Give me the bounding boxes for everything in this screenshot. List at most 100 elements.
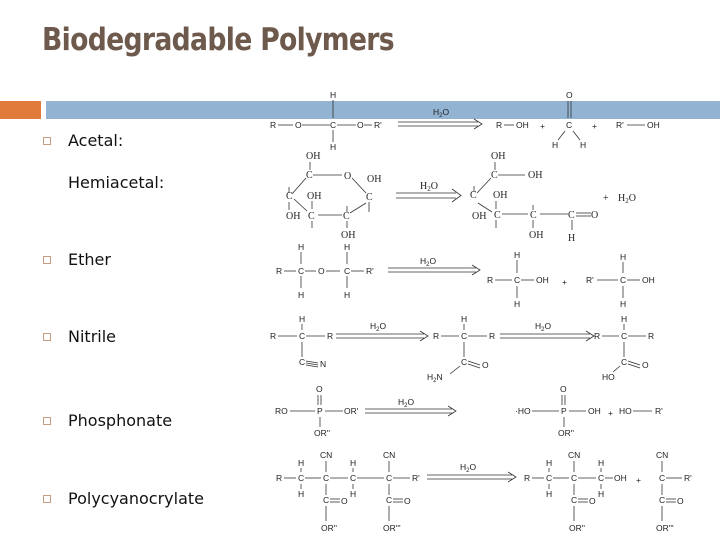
svg-text:C: C <box>306 170 313 181</box>
slide-title: Biodegradable Polymers <box>42 22 395 58</box>
svg-text:R: R <box>524 473 530 483</box>
svg-text:H: H <box>299 314 305 324</box>
svg-text:H: H <box>514 299 520 309</box>
svg-text:R: R <box>433 331 439 341</box>
svg-text:C: C <box>461 331 467 341</box>
svg-text:OH: OH <box>642 275 655 285</box>
svg-text:C: C <box>386 473 392 483</box>
svg-text:R: R <box>594 331 600 341</box>
svg-text:+: + <box>562 277 567 287</box>
svg-text:H2O: H2O <box>618 193 636 205</box>
svg-text:N: N <box>320 359 326 369</box>
bullet-square-icon <box>43 137 51 145</box>
svg-text:H: H <box>330 90 336 100</box>
svg-text:C: C <box>299 331 305 341</box>
svg-text:P: P <box>317 406 323 416</box>
svg-text:R': R' <box>616 120 624 130</box>
svg-text:OR': OR' <box>344 406 359 416</box>
svg-text:CN: CN <box>568 450 580 460</box>
svg-text:R: R <box>487 275 493 285</box>
svg-text:O: O <box>316 384 323 394</box>
bullet-square-icon <box>43 417 51 425</box>
bullet-label: Polycyanocrylate <box>68 489 204 508</box>
svg-text:OH: OH <box>528 170 542 181</box>
svg-text:OR''': OR''' <box>656 523 674 533</box>
svg-text:O: O <box>642 360 649 370</box>
svg-text:H: H <box>598 458 604 468</box>
svg-text:C: C <box>323 473 329 483</box>
svg-text:H: H <box>620 252 626 262</box>
svg-text:OH: OH <box>367 174 381 185</box>
svg-text:H: H <box>298 458 304 468</box>
svg-text:C: C <box>470 190 477 201</box>
svg-text:O: O <box>295 120 302 130</box>
svg-text:+: + <box>592 121 597 131</box>
svg-text:C: C <box>344 266 350 276</box>
svg-text:H2N: H2N <box>427 372 443 384</box>
svg-text:C: C <box>286 191 293 202</box>
svg-text:OH: OH <box>491 151 505 162</box>
svg-text:C: C <box>491 170 498 181</box>
bullet-label: Hemiacetal: <box>68 173 165 192</box>
svg-text:OR'': OR'' <box>314 428 330 438</box>
polycyanocrylate-reaction: R CH H CCN C O OR'' CH H CCN C O OR''' R… <box>276 450 692 533</box>
bullet-label: Phosphonate <box>68 411 173 430</box>
svg-text:C: C <box>568 210 575 221</box>
svg-text:OH: OH <box>516 120 529 130</box>
svg-text:C: C <box>298 266 304 276</box>
svg-text:H: H <box>298 489 304 499</box>
svg-text:C: C <box>461 357 467 367</box>
svg-text:C: C <box>514 275 520 285</box>
svg-text:H: H <box>344 290 350 300</box>
svg-text:R': R' <box>374 120 382 130</box>
svg-text:C: C <box>494 210 501 221</box>
svg-text:CN: CN <box>656 450 668 460</box>
svg-text:+: + <box>540 121 545 131</box>
svg-text:CN: CN <box>383 450 395 460</box>
svg-text:C: C <box>571 473 577 483</box>
svg-text:C: C <box>571 495 577 505</box>
svg-text:C: C <box>530 210 537 221</box>
svg-text:H: H <box>552 140 558 150</box>
svg-text:O: O <box>560 384 567 394</box>
phosphonate-reaction: RO PO OR'' OR' H2O ·HO PO OR'' OH +HO R' <box>275 384 663 438</box>
svg-text:H2O: H2O <box>460 462 476 474</box>
svg-text:O: O <box>589 496 596 506</box>
svg-text:R: R <box>648 331 654 341</box>
svg-text:OH: OH <box>614 473 627 483</box>
accent-bar-orange <box>0 101 41 119</box>
svg-text:C: C <box>621 357 627 367</box>
svg-text:H: H <box>330 142 336 152</box>
svg-text:O: O <box>482 360 489 370</box>
svg-text:R: R <box>327 331 333 341</box>
svg-text:O: O <box>341 496 348 506</box>
svg-text:C: C <box>566 120 572 130</box>
svg-text:H: H <box>546 458 552 468</box>
bullet-square-icon <box>43 495 51 503</box>
svg-text:O: O <box>591 210 598 221</box>
svg-text:H: H <box>598 489 604 499</box>
svg-text:H: H <box>580 140 586 150</box>
svg-text:C: C <box>598 473 604 483</box>
svg-text:H2O: H2O <box>420 256 436 268</box>
svg-text:OH: OH <box>493 190 507 201</box>
svg-text:H: H <box>620 299 626 309</box>
svg-text:H: H <box>344 242 350 252</box>
svg-text:CN: CN <box>320 450 332 460</box>
svg-text:C: C <box>659 495 665 505</box>
svg-text:OH: OH <box>306 151 320 162</box>
svg-text:C: C <box>298 473 304 483</box>
svg-text:R': R' <box>684 473 692 483</box>
svg-text:O: O <box>677 496 684 506</box>
svg-text:R: R <box>489 331 495 341</box>
svg-text:C: C <box>299 357 305 367</box>
svg-text:OH: OH <box>647 120 660 130</box>
svg-text:OR'': OR'' <box>321 523 337 533</box>
svg-text:H2O: H2O <box>398 397 414 409</box>
svg-text:OR'': OR'' <box>569 523 585 533</box>
svg-text:C: C <box>546 473 552 483</box>
svg-text:P: P <box>561 406 567 416</box>
svg-text:C: C <box>330 120 336 130</box>
svg-text:C: C <box>350 473 356 483</box>
